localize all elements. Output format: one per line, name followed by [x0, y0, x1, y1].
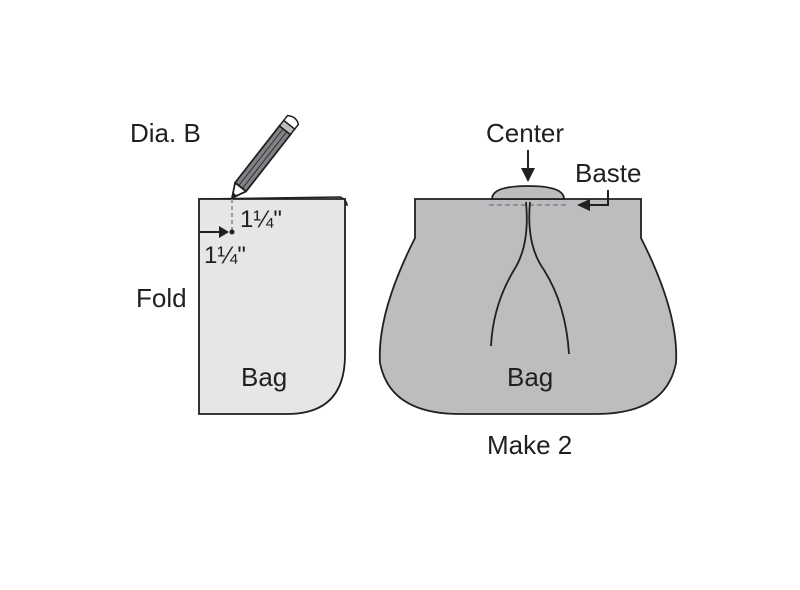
- center-tab: [491, 185, 565, 200]
- baste-label: Baste: [575, 158, 642, 188]
- make-quantity-label: Make 2: [487, 430, 572, 460]
- measure-horizontal-label: 1¼": [204, 242, 246, 269]
- corner-mark-dot: [229, 229, 235, 235]
- center-label: Center: [486, 118, 564, 148]
- diagram-label: Dia. B: [130, 118, 201, 148]
- horizontal-measure-arrow-icon: [199, 226, 229, 238]
- baste-arrow-icon: [577, 190, 609, 211]
- dart-line-right: [528, 201, 570, 355]
- right-bag-shape: [378, 198, 678, 415]
- measure-vertical-label: 1¼": [240, 206, 282, 233]
- left-bag-shape: [198, 198, 346, 415]
- dart-line-left: [490, 201, 528, 347]
- right-piece-label: Bag: [507, 362, 553, 392]
- left-piece-label: Bag: [241, 362, 287, 392]
- left-bag-piece: 1¼" 1¼" Fold Bag: [136, 114, 348, 415]
- right-bag-piece: Center Baste Bag Make 2: [378, 118, 678, 460]
- fold-label: Fold: [136, 283, 187, 313]
- center-arrow-icon: [521, 150, 535, 182]
- pencil-icon: [231, 114, 300, 199]
